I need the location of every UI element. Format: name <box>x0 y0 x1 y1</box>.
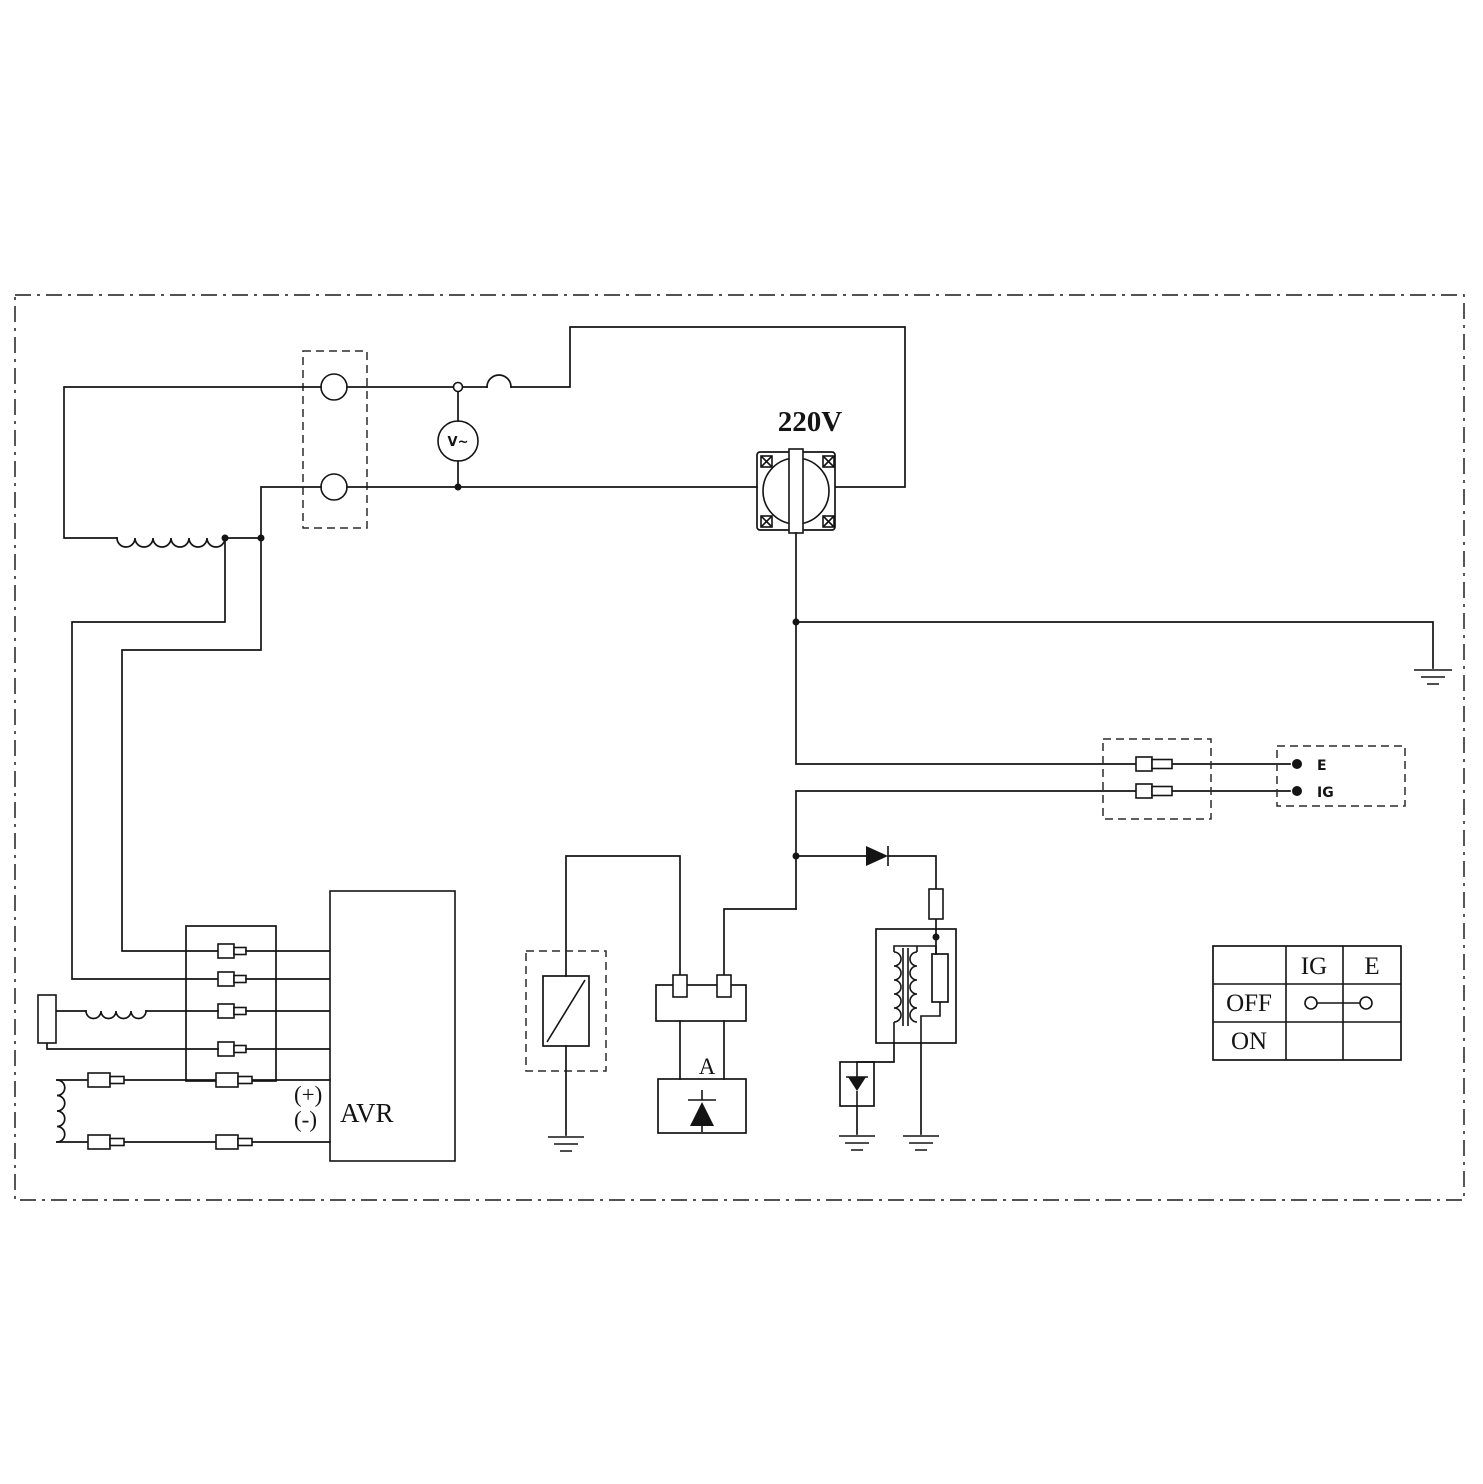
connector-pin <box>672 974 688 998</box>
wire-main-return <box>224 486 322 539</box>
receptacle-220v: 220V <box>756 406 843 534</box>
voltmeter-dial <box>437 420 479 462</box>
diode-module-assembly: A <box>655 908 797 1134</box>
field-winding-coil <box>85 1010 147 1020</box>
outlet-blade <box>788 448 804 534</box>
avr-minus-label: (-) <box>294 1107 317 1132</box>
table-col-ig: IG <box>1301 953 1327 980</box>
spark-plug-gap-icon <box>848 1077 866 1091</box>
diode-a-icon <box>690 1102 714 1126</box>
resistor <box>928 888 944 920</box>
wire-top-c <box>510 326 906 488</box>
voltmeter-label: V~ <box>448 435 469 450</box>
frame-ground <box>792 532 1452 685</box>
ignition-coil <box>875 928 957 1044</box>
wire-lugs <box>87 1072 253 1150</box>
avr-connector-block <box>185 925 331 1082</box>
plug-terminal <box>1151 785 1173 797</box>
wire-ig-to-connector <box>723 908 797 976</box>
field-terminal <box>37 994 57 1044</box>
spark-plug-circuit <box>839 1042 939 1151</box>
junction-dot <box>932 933 940 941</box>
stop-switch-table: IG E OFF ON <box>1212 945 1402 1061</box>
diode-a-leads <box>688 1090 716 1132</box>
avr-box <box>329 890 456 1162</box>
wire-connector-to-a <box>679 1020 725 1080</box>
output-terminal-2 <box>320 473 348 501</box>
table-row-on: ON <box>1231 1028 1267 1055</box>
wire-main-top <box>63 386 322 539</box>
coil-internal-links <box>893 945 941 1043</box>
inline-connector-box <box>1102 738 1212 820</box>
outlet-voltage-label: 220V <box>778 406 843 438</box>
wire-avr-sense-2 <box>121 537 262 952</box>
secondary-winding-coil <box>909 951 918 1023</box>
avr-module: AVR (+) (-) <box>294 890 456 1162</box>
table-outline <box>1212 945 1402 1061</box>
sensor-diagonal <box>546 979 586 1043</box>
sense-winding <box>56 1072 331 1150</box>
table-col-e: E <box>1364 953 1379 980</box>
wire-ground-run <box>795 621 1434 669</box>
output-terminal-block <box>302 350 368 529</box>
field-winding <box>37 994 219 1050</box>
tap-node-open <box>452 381 464 393</box>
outlet-screws <box>760 455 835 528</box>
primary-winding-coil <box>893 951 902 1023</box>
ignition-feed-branch <box>792 846 944 955</box>
connector-outline <box>1102 738 1212 820</box>
plug-terminal <box>1151 758 1173 770</box>
ground-symbol <box>548 1136 584 1152</box>
ground-symbol <box>903 1135 939 1151</box>
wire-ig <box>795 790 1291 910</box>
wire-diode-branch <box>795 855 937 955</box>
coil-resistor <box>931 953 949 1003</box>
ground-symbol <box>1414 669 1452 685</box>
kill-switch-wiring: E IG <box>795 621 1406 910</box>
avr-label: AVR <box>340 1098 394 1128</box>
connector-pin <box>716 974 732 998</box>
plug-terminal <box>1135 783 1153 799</box>
avr-plus-label: (+) <box>294 1082 322 1107</box>
diagram-frame <box>14 294 1465 1201</box>
coil-core <box>902 948 909 1026</box>
main-winding-coil <box>116 537 226 548</box>
table-row-off: OFF <box>1226 990 1272 1017</box>
engine-terminal-box: E IG <box>1276 745 1406 807</box>
diode-module-box <box>657 1078 747 1134</box>
fuse-breaker <box>486 374 512 388</box>
wires-connector-to-avr <box>245 950 331 1050</box>
terminal-e-dot <box>1292 759 1302 769</box>
off-contact-symbol <box>1304 996 1373 1010</box>
plug-terminal <box>1135 756 1153 772</box>
terminal-box-outline <box>1276 745 1406 807</box>
ground-symbol <box>839 1135 875 1151</box>
connector-pins <box>217 943 247 1057</box>
wire-to-spark-plug <box>856 1042 895 1063</box>
voltmeter: V~ <box>437 381 479 491</box>
wire-e <box>795 621 1291 765</box>
junction-dot <box>454 483 462 491</box>
terminal-ig-label: IG <box>1317 785 1334 801</box>
diode-icon <box>866 846 888 866</box>
ignition-coil-box <box>875 928 957 1044</box>
wire-avr-sense-1 <box>71 537 226 980</box>
two-pin-connector <box>655 984 747 1022</box>
stator-main-winding <box>63 386 322 548</box>
terminal-block-outline <box>302 350 368 529</box>
wire-sensor-top <box>565 855 681 977</box>
oil-sensor-unit <box>525 855 681 1152</box>
output-run <box>346 326 906 488</box>
terminal-e-label: E <box>1317 758 1327 774</box>
sense-winding-coil <box>56 1079 66 1143</box>
diode-module-label: A <box>699 1054 716 1079</box>
output-terminal-1 <box>320 373 348 401</box>
terminal-ig-dot <box>1292 786 1302 796</box>
